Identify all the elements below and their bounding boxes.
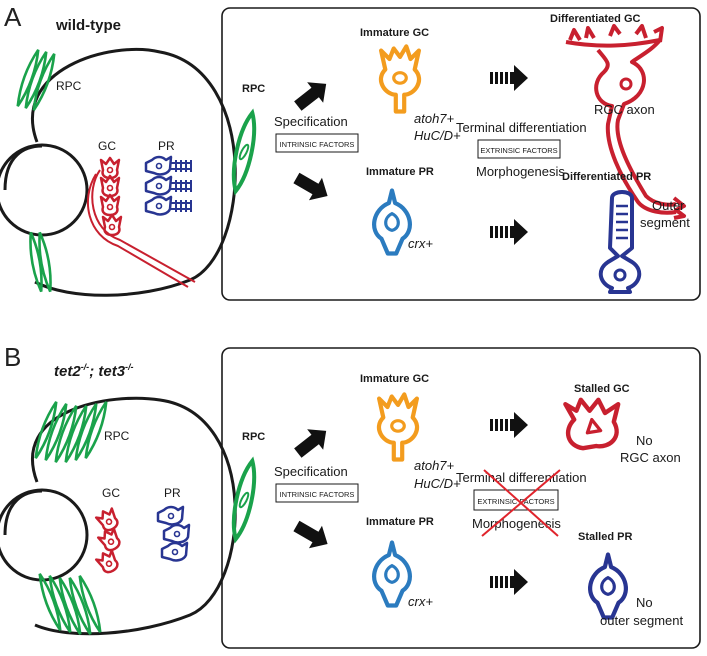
immature-gc-title: Immature GC (360, 27, 429, 39)
specification-label: Specification (274, 114, 348, 129)
immature-gc-title: Immature GC (360, 373, 429, 385)
eye-schematic-b: RPC GC PR (0, 396, 237, 637)
immature-gc-cell (381, 46, 419, 111)
differentiated-pr-cell (598, 190, 642, 294)
arrow-to-gc (289, 73, 335, 117)
differentiated-pr-title: Differentiated PR (562, 171, 651, 183)
panel-a-letter: A (4, 2, 22, 32)
eye-label-rpc: RPC (56, 79, 82, 93)
extrinsic-factors-label: EXTRINSIC FACTORS (477, 497, 554, 506)
arrow-to-pr (289, 166, 335, 208)
eye-schematic-a: RPC GC PR (0, 47, 237, 297)
pr-cells (156, 505, 191, 562)
morphogenesis-label: Morphogenesis (472, 516, 561, 531)
specification-label: Specification (274, 464, 348, 479)
no-axon-label-line1: No (636, 433, 653, 448)
rgc-axon-label: RGC axon (594, 102, 655, 117)
pr-marker-crx: crx+ (408, 594, 433, 609)
immature-gc-cell (379, 394, 417, 459)
pr-marker-crx: crx+ (408, 236, 433, 251)
gc-marker-atoh7: atoh7+ (414, 458, 455, 473)
panel-b-box (221, 347, 701, 649)
no-outer-label-line1: No (636, 595, 653, 610)
no-axon-label-line2: RGC axon (620, 450, 681, 465)
dashed-arrow-pr (490, 569, 528, 595)
panel-a-box (221, 7, 701, 301)
differentiated-gc-cell (565, 24, 686, 220)
eye-label-gc: GC (102, 486, 120, 500)
immature-pr-title: Immature PR (366, 516, 434, 528)
outer-segment-label-line1: Outer (652, 198, 685, 213)
eye-label-pr: PR (158, 139, 175, 153)
panel-b-letter: B (4, 342, 21, 372)
arrow-to-gc (289, 420, 335, 464)
morphogenesis-label: Morphogenesis (476, 164, 565, 179)
eye-label-rpc: RPC (104, 429, 130, 443)
genotype-gene-2: tet3 (98, 363, 125, 380)
terminal-differentiation-label: Terminal differentiation (456, 470, 587, 485)
no-outer-label-line2: outer segment (600, 613, 683, 628)
gc-cells (87, 156, 196, 288)
genotype-sup-1: -/- (81, 362, 90, 372)
immature-pr-title: Immature PR (366, 166, 434, 178)
blocked-cross-icon (481, 469, 561, 537)
immature-pr-cell (374, 191, 410, 254)
eye-outline (30, 47, 237, 297)
outer-segment-label-line2: segment (640, 215, 690, 230)
stalled-pr-title: Stalled PR (578, 531, 632, 543)
terminal-differentiation-label: Terminal differentiation (456, 120, 587, 135)
pr-cells (144, 155, 192, 216)
intrinsic-factors-label: INTRINSIC FACTORS (280, 490, 355, 499)
gc-marker-atoh7: atoh7+ (414, 111, 455, 126)
intrinsic-factors-label: INTRINSIC FACTORS (280, 140, 355, 149)
dashed-arrow-gc (490, 412, 528, 438)
dashed-arrow-gc (490, 65, 528, 91)
rpc-cell-icon (226, 457, 262, 543)
genotype-gene-1: tet2 (54, 363, 81, 380)
panel-a-genotype: wild-type (55, 17, 121, 34)
gc-marker-hucd: HuC/D+ (414, 128, 461, 143)
gc-cells (93, 505, 125, 577)
eye-outline (30, 396, 237, 636)
dashed-arrow-pr (490, 219, 528, 245)
eye-label-pr: PR (164, 486, 181, 500)
gc-marker-hucd: HuC/D+ (414, 476, 461, 491)
rpc-cluster-bottom (25, 230, 56, 294)
rpc-label: RPC (242, 83, 265, 95)
panel-a: A wild-type RPC GC PR (0, 2, 701, 301)
stalled-gc-cell (565, 400, 618, 448)
panel-b-genotype: tet2-/-; tet3-/- (54, 362, 134, 380)
extrinsic-factors-label: EXTRINSIC FACTORS (480, 146, 557, 155)
stalled-pr-cell (590, 555, 626, 618)
rpc-label: RPC (242, 431, 265, 443)
differentiated-gc-title: Differentiated GC (550, 13, 641, 25)
genotype-sup-2: -/- (125, 362, 134, 372)
immature-pr-cell (374, 543, 410, 606)
panel-b: B tet2-/-; tet3-/- RPC GC (0, 342, 701, 649)
stalled-gc-title: Stalled GC (574, 383, 630, 395)
arrow-to-pr (289, 514, 335, 556)
genotype-separator: ; (89, 363, 98, 380)
rpc-cluster-bottom (34, 571, 106, 637)
eye-label-gc: GC (98, 139, 116, 153)
